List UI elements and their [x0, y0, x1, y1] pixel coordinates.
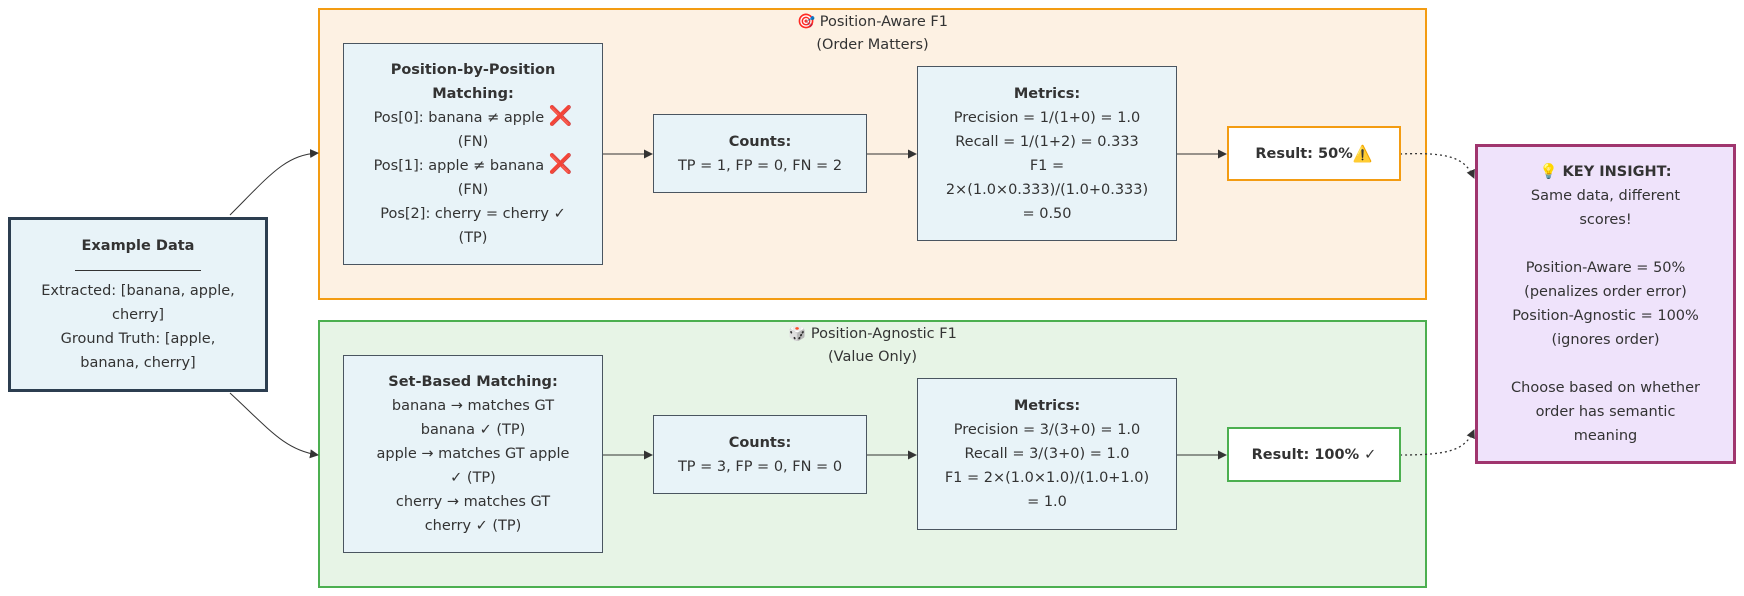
- example-data-node: Example Data Extracted: [banana, apple, …: [8, 217, 268, 392]
- agnostic-counts-title: Counts:: [728, 434, 792, 451]
- aware-matching-title: Position-by-Position: [390, 62, 556, 78]
- edge-aware-result-to-insight: [1399, 152, 1475, 179]
- warning-icon: ⚠️: [1352, 144, 1373, 163]
- cross-mark-icon: ❌: [548, 153, 573, 175]
- agnostic-matching-title: Set-Based Matching:: [388, 374, 558, 390]
- key-insight-title: 💡 KEY INSIGHT:: [1539, 164, 1672, 180]
- agnostic-result-node: Result: 100% ✓: [1227, 427, 1401, 482]
- key-insight-line: (penalizes order error): [1524, 284, 1687, 300]
- example-data-divider: [75, 270, 201, 271]
- agnostic-metrics-title: Metrics:: [1013, 398, 1081, 414]
- edge-agnostic-result-to-insight: [1399, 429, 1475, 456]
- dice-icon: 🎲: [788, 326, 807, 342]
- target-icon: 🎯: [797, 14, 816, 30]
- key-insight-node: 💡 KEY INSIGHT: Same data, different scor…: [1475, 144, 1736, 464]
- example-line: Ground Truth: [apple,: [60, 331, 216, 347]
- aware-result-text: Result: 50%: [1255, 145, 1353, 162]
- position-aware-title: 🎯 Position-Aware F1 (Order Matters): [320, 11, 1425, 57]
- agnostic-matching-line: ✓ (TP): [450, 470, 496, 486]
- example-data-title: Example Data: [81, 238, 195, 254]
- key-insight-line: Position-Aware = 50%: [1525, 260, 1686, 276]
- agnostic-result-text: Result: 100% ✓: [1251, 446, 1377, 463]
- agnostic-metrics-line: Precision = 3/(3+0) = 1.0: [953, 422, 1141, 438]
- aware-matching-line: (FN): [457, 182, 489, 198]
- aware-matching-node: Position-by-Position Matching: Pos[0]: b…: [343, 43, 603, 265]
- aware-matching-title: Matching:: [432, 86, 514, 102]
- position-aware-subtitle: (Order Matters): [816, 37, 929, 53]
- aware-matching-line: Pos[0]: banana ≠ apple ❌: [373, 105, 573, 127]
- agnostic-counts-line: TP = 3, FP = 0, FN = 0: [677, 458, 843, 475]
- agnostic-matching-node: Set-Based Matching: banana → matches GT …: [343, 355, 603, 553]
- agnostic-metrics-line: F1 = 2×(1.0×1.0)/(1.0+1.0): [944, 470, 1150, 486]
- agnostic-matching-line: banana → matches GT: [391, 398, 555, 414]
- agnostic-counts-node: Counts: TP = 3, FP = 0, FN = 0: [653, 415, 867, 494]
- agnostic-matching-line: cherry → matches GT: [395, 494, 551, 510]
- agnostic-metrics-node: Metrics: Precision = 3/(3+0) = 1.0 Recal…: [917, 378, 1177, 530]
- aware-result-node: Result: 50% ⚠️: [1227, 126, 1401, 181]
- agnostic-metrics-line: Recall = 3/(3+0) = 1.0: [964, 446, 1130, 462]
- aware-counts-line: TP = 1, FP = 0, FN = 2: [677, 157, 843, 174]
- aware-matching-line: (FN): [457, 134, 489, 150]
- key-insight-line: Same data, different: [1530, 188, 1681, 204]
- agnostic-matching-line: cherry ✓ (TP): [424, 518, 522, 534]
- aware-metrics-line: Recall = 1/(1+2) = 0.333: [955, 133, 1139, 150]
- edge-example-to-agnostic: [229, 392, 319, 459]
- aware-metrics-line: Precision = 1/(1+0) = 1.0: [953, 109, 1141, 126]
- key-insight-line: scores!: [1579, 212, 1632, 228]
- cross-mark-icon: ❌: [548, 105, 573, 127]
- aware-metrics-line: = 0.50: [1022, 205, 1072, 222]
- key-insight-line: (ignores order): [1551, 332, 1660, 348]
- position-agnostic-title: 🎲 Position-Agnostic F1 (Value Only): [320, 323, 1425, 369]
- agnostic-matching-line: apple → matches GT apple: [376, 446, 570, 462]
- key-insight-line: Choose based on whether: [1511, 380, 1700, 396]
- example-line: Extracted: [banana, apple,: [41, 283, 235, 299]
- edge-example-to-aware: [229, 148, 319, 216]
- aware-metrics-node: Metrics: Precision = 1/(1+0) = 1.0 Recal…: [917, 66, 1177, 241]
- key-insight-line: Position-Agnostic = 100%: [1512, 308, 1699, 324]
- aware-metrics-line: F1 =: [1029, 157, 1065, 174]
- key-insight-line: meaning: [1573, 428, 1638, 444]
- position-agnostic-subtitle: (Value Only): [828, 349, 917, 365]
- aware-counts-title: Counts:: [728, 133, 792, 150]
- aware-matching-line: (TP): [458, 230, 488, 246]
- agnostic-metrics-line: = 1.0: [1027, 494, 1067, 510]
- agnostic-matching-line: banana ✓ (TP): [420, 422, 526, 438]
- aware-metrics-title: Metrics:: [1013, 85, 1081, 102]
- example-line: cherry]: [112, 307, 164, 323]
- example-line: banana, cherry]: [80, 355, 196, 371]
- aware-matching-line: Pos[2]: cherry = cherry ✓: [380, 206, 566, 222]
- aware-metrics-line: 2×(1.0×0.333)/(1.0+0.333): [945, 181, 1149, 198]
- key-insight-line: order has semantic: [1535, 404, 1676, 420]
- aware-counts-node: Counts: TP = 1, FP = 0, FN = 2: [653, 114, 867, 193]
- aware-matching-line: Pos[1]: apple ≠ banana ❌: [373, 153, 573, 175]
